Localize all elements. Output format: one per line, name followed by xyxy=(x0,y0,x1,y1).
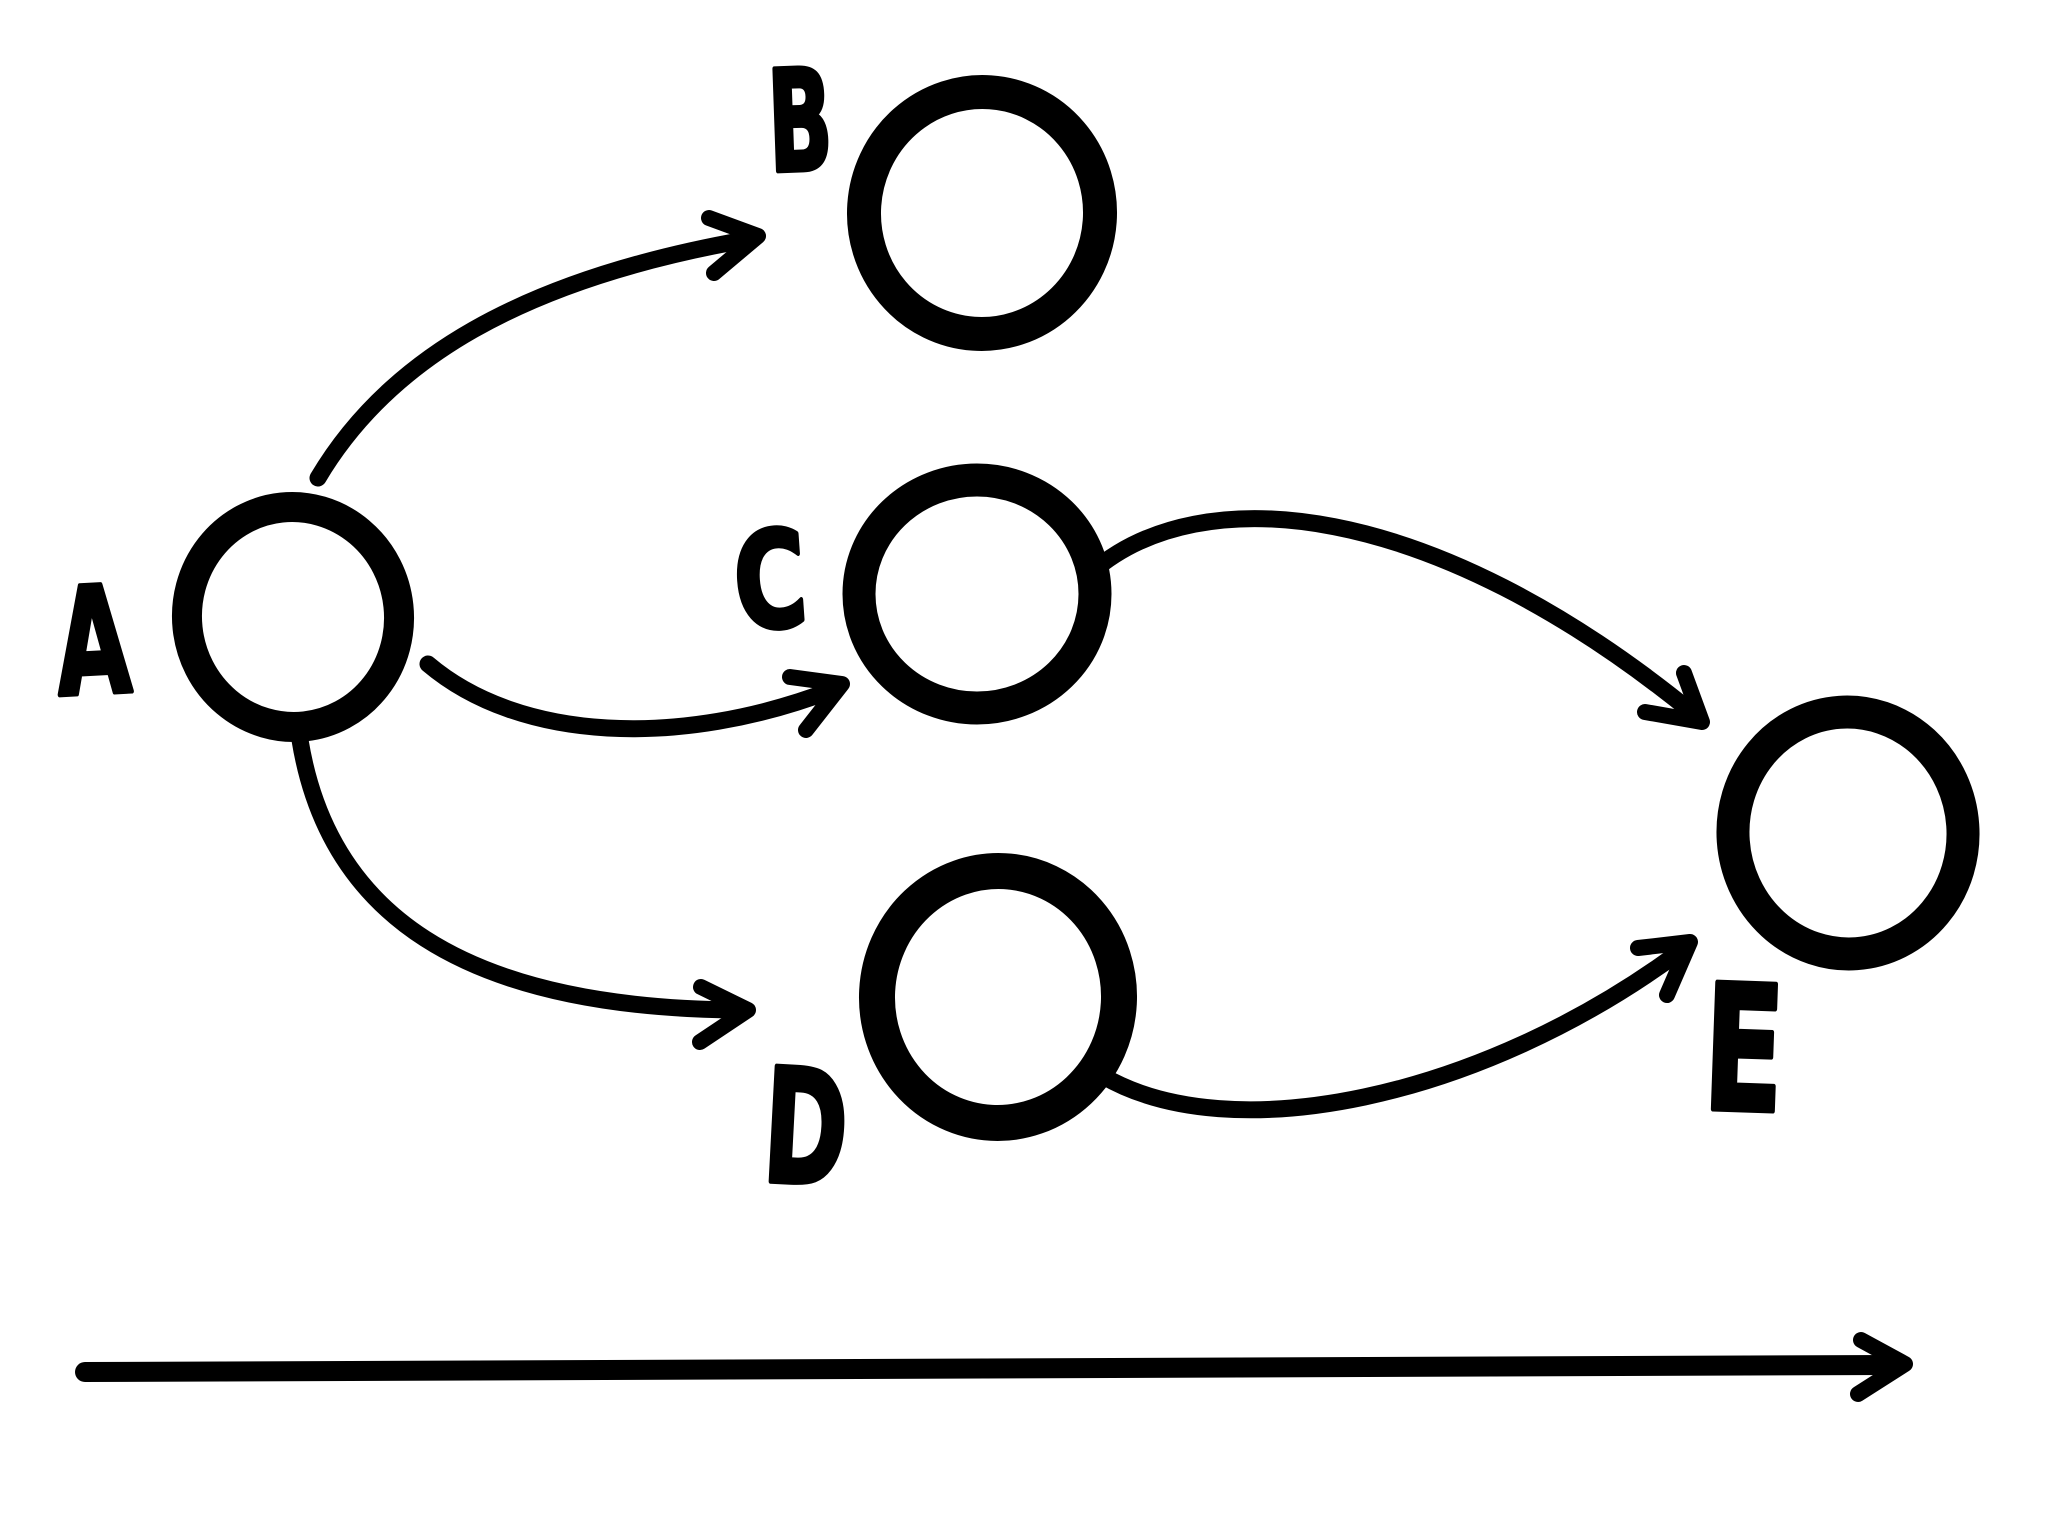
node-c-label: C xyxy=(729,503,812,662)
edge-a-d-arrowhead-icon xyxy=(692,979,756,1050)
node-a-circle xyxy=(171,492,415,742)
node-c-circle xyxy=(842,463,1112,725)
node-e-label: E xyxy=(1700,948,1787,1154)
node-b-circle xyxy=(846,75,1118,351)
node-d-circle xyxy=(858,853,1138,1141)
edge-a-b xyxy=(309,231,754,487)
node-b-label: B xyxy=(765,40,835,205)
edge-a-c xyxy=(419,655,841,738)
timeline-axis-arrow xyxy=(75,1332,1913,1402)
node-d-label: D xyxy=(759,1035,853,1223)
edge-a-b-arrowhead-icon xyxy=(701,210,766,281)
node-e-circle xyxy=(1716,695,1980,971)
edge-c-e-arrowhead-icon xyxy=(1637,665,1710,730)
edge-a-c-arrowhead-icon xyxy=(782,669,850,738)
edge-d-e xyxy=(1094,941,1691,1119)
edge-a-d xyxy=(291,731,747,1019)
node-a-label: A xyxy=(52,554,135,730)
edge-c-e xyxy=(1083,510,1703,723)
timeline-axis-line xyxy=(75,1355,1900,1382)
edge-d-e-arrowhead-icon xyxy=(1630,934,1698,1003)
timeline-axis-arrowhead-icon xyxy=(1850,1332,1913,1402)
